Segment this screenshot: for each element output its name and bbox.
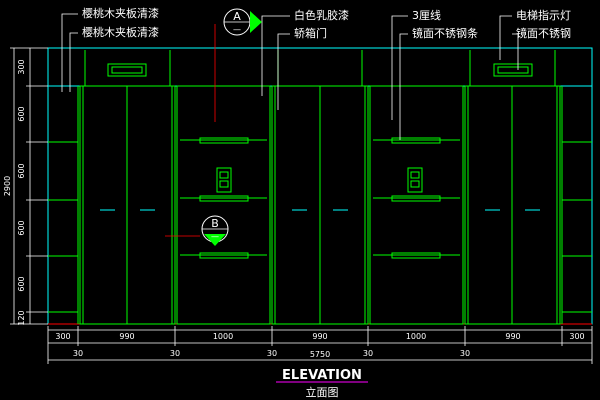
label-mirror-steel-strip: 镜面不锈钢条 <box>412 26 478 40</box>
vdim-total: 2900 <box>3 176 12 196</box>
hdim-0: 300 <box>55 332 70 341</box>
marker-b-letter: B <box>211 217 219 230</box>
leader-lines <box>61 13 519 140</box>
hdim-4: 1000 <box>406 332 426 341</box>
vdim-2: 600 <box>17 163 26 178</box>
gap-dim-3: 30 <box>363 349 373 358</box>
vdim-4: 600 <box>17 276 26 291</box>
hdim-5: 990 <box>505 332 520 341</box>
total-width: 5750 <box>310 350 330 359</box>
panel-columns <box>48 50 592 325</box>
label-ceiling-line: 3厘线 <box>412 8 441 22</box>
horizontal-dims <box>47 326 593 364</box>
label-elevator-door: 轿箱门 <box>294 26 327 40</box>
vdim-3: 600 <box>17 220 26 235</box>
label-indicator-light: 电梯指示灯 <box>516 8 571 22</box>
hdim-6: 300 <box>569 332 584 341</box>
label-cherry-panel-2: 樱桃木夹板清漆 <box>82 25 159 39</box>
label-white-paint: 白色乳胶漆 <box>294 8 349 22</box>
drawing-title: ELEVATION <box>282 368 362 383</box>
marker-a-sub: — <box>233 25 241 34</box>
gap-dim-4: 30 <box>460 349 470 358</box>
gap-dim-0: 30 <box>73 349 83 358</box>
vertical-dims <box>10 47 48 325</box>
gap-dim-1: 30 <box>170 349 180 358</box>
drawing-subtitle: 立面图 <box>306 385 339 399</box>
vdim-0: 300 <box>17 59 26 74</box>
marker-b-sub: — <box>211 232 219 241</box>
hdim-3: 990 <box>312 332 327 341</box>
hdim-2: 1000 <box>213 332 233 341</box>
section-marker-b: B — <box>201 215 229 246</box>
label-mirror-steel: 镜面不锈钢 <box>516 26 571 40</box>
hdim-1: 990 <box>119 332 134 341</box>
vdim-1: 600 <box>17 106 26 121</box>
label-cherry-panel-1: 樱桃木夹板清漆 <box>82 6 159 20</box>
section-marker-a: A — <box>223 8 262 36</box>
vdim-5: 120 <box>17 310 26 325</box>
marker-a-letter: A <box>233 10 241 23</box>
gap-dim-2: 30 <box>267 349 277 358</box>
